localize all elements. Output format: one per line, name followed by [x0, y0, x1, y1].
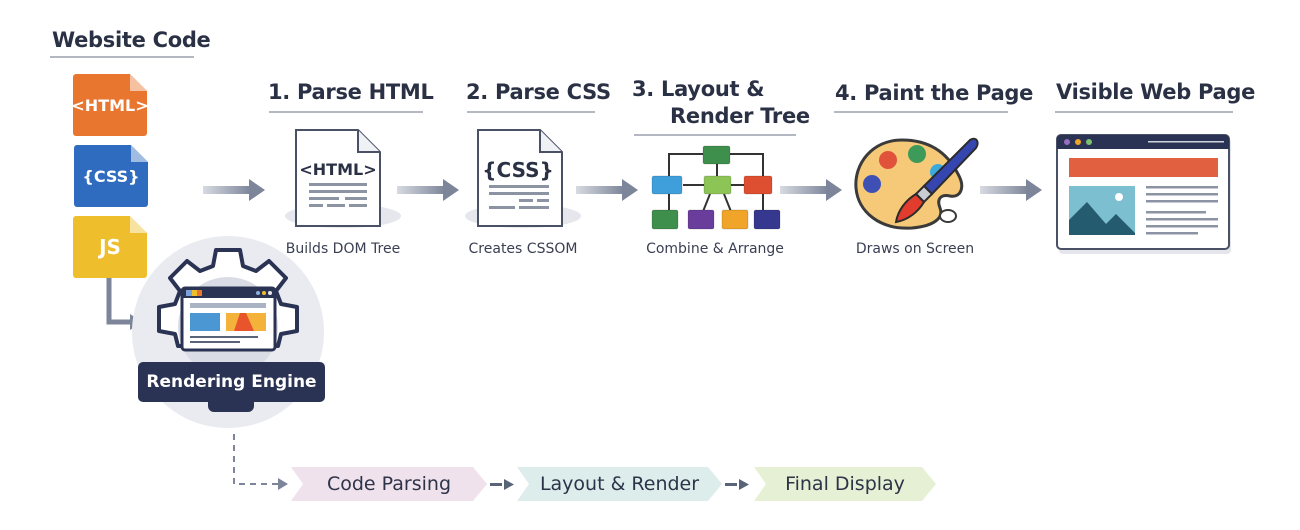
visible-page-underline [1055, 111, 1233, 113]
step3-caption: Combine & Arrange [646, 241, 784, 257]
css-doc-label: {CSS} [482, 158, 553, 182]
html-file-label: <HTML> [71, 95, 149, 115]
arrow-to-step1-icon [203, 179, 265, 201]
visible-page-title: Visible Web Page [1056, 80, 1256, 104]
step1-underline [269, 111, 423, 113]
arrow-to-step3-icon [576, 179, 638, 201]
flow-arrow-1-icon [490, 479, 514, 490]
tree-node-center [703, 175, 732, 195]
tree-leaf-3 [721, 209, 749, 230]
step2-title: 2. Parse CSS [466, 80, 611, 104]
js-file-label: JS [99, 235, 121, 259]
step4-caption: Draws on Screen [855, 241, 975, 257]
flow-code-parsing: Code Parsing [291, 467, 487, 501]
website-code-title: Website Code [52, 28, 211, 52]
step3-underline [634, 134, 796, 136]
flow-layout-render-label: Layout & Render [539, 473, 700, 495]
tree-node-root [702, 145, 731, 165]
flow-final-display: Final Display [754, 467, 936, 501]
tree-leaf-2 [687, 209, 715, 230]
paint-palette-icon [854, 137, 979, 230]
step3-title-line1: 3. Layout & [632, 77, 765, 101]
step2-underline [467, 111, 595, 113]
engine-to-flow-dashed-connector [233, 434, 288, 490]
css-file-icon: {CSS} [74, 145, 148, 207]
flow-arrow-2-icon [725, 479, 749, 490]
tree-node-left [651, 175, 683, 195]
title-underline [50, 56, 194, 58]
engine-label-base [208, 402, 254, 412]
html-document-icon: <HTML> [285, 129, 401, 228]
arrow-to-step2-icon [397, 179, 459, 201]
step2-caption: Creates CSSOM [468, 241, 578, 257]
tree-leaf-4 [753, 209, 781, 230]
js-file-icon: JS [73, 216, 147, 278]
step4-underline [834, 111, 1008, 113]
step3-title-line2: Render Tree [670, 104, 810, 128]
rendering-engine-label: Rendering Engine [138, 362, 325, 402]
arrow-to-step4-icon [780, 179, 842, 201]
css-document-icon: {CSS} [465, 129, 581, 228]
flow-final-display-label: Final Display [785, 473, 905, 495]
tree-leaf-1 [651, 209, 679, 230]
render-tree-icon [651, 145, 781, 230]
browser-window-icon [1056, 134, 1231, 254]
html-doc-label: <HTML> [299, 160, 376, 179]
step4-title: 4. Paint the Page [835, 81, 1034, 105]
tree-node-right [743, 175, 773, 195]
step1-title: 1. Parse HTML [268, 80, 434, 104]
flow-layout-render: Layout & Render [517, 467, 722, 501]
arrow-to-final-icon [980, 179, 1042, 201]
flow-code-parsing-label: Code Parsing [326, 473, 452, 495]
step1-caption: Builds DOM Tree [285, 241, 401, 257]
css-file-label: {CSS} [82, 166, 140, 186]
html-file-icon: <HTML> [71, 74, 149, 136]
